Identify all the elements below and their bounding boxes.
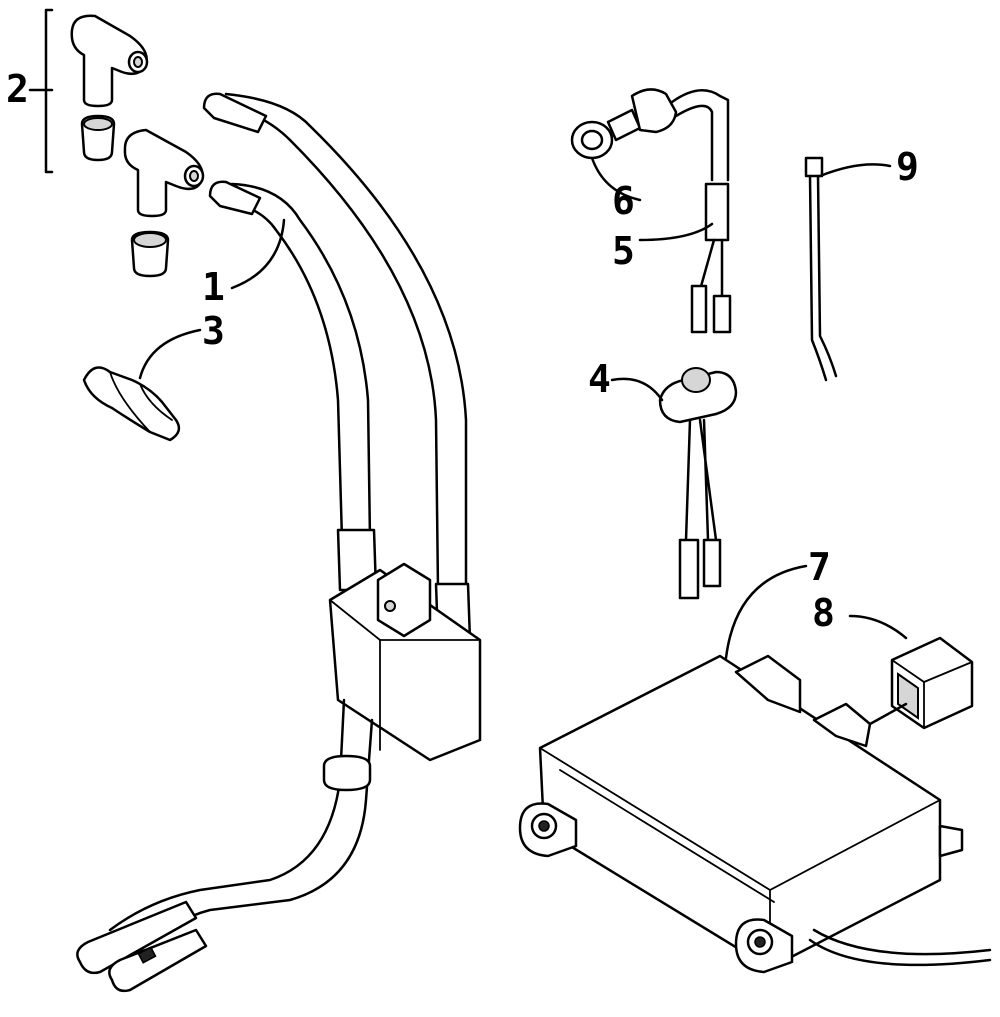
part-cable-tie — [804, 156, 892, 382]
callout-3: 3 — [202, 309, 225, 353]
callout-5: 5 — [612, 229, 635, 273]
callout-9: 9 — [896, 145, 919, 189]
part-temp-sensor — [606, 88, 732, 334]
part-washer — [570, 120, 642, 202]
part-ignition-coil — [76, 92, 482, 993]
part-cdi-box — [518, 564, 992, 974]
part-clip — [82, 328, 202, 442]
callout-2: 2 — [6, 67, 29, 111]
part-connector-cap — [848, 614, 974, 730]
callout-7: 7 — [808, 545, 831, 589]
callout-1: 1 — [202, 265, 225, 309]
callout-6: 6 — [612, 179, 635, 223]
part-spark-plug-caps — [28, 8, 205, 278]
callout-8: 8 — [812, 591, 835, 635]
part-grommet-harness — [610, 367, 738, 600]
callout-4: 4 — [588, 357, 611, 401]
